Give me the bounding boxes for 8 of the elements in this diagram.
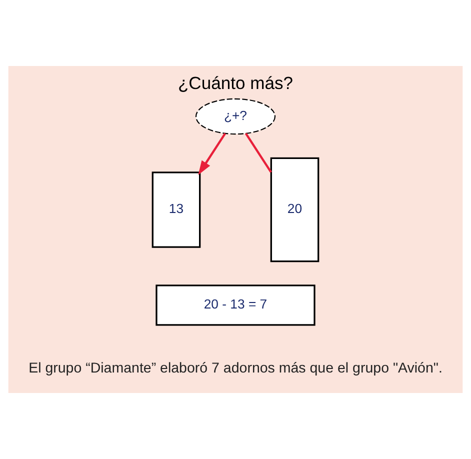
label: El grupo “Diamante” elaboró 7 adornos más que el grupo "Avión". <box>28 360 442 377</box>
node-ellipse: ¿+? <box>195 98 276 135</box>
node-box: 20 - 13 = 7 <box>156 284 316 326</box>
connector <box>244 132 272 173</box>
node-box: 20 <box>270 157 320 262</box>
diagram-title: ¿Cuánto más? <box>178 72 294 93</box>
node-box: 13 <box>152 172 201 248</box>
arrow <box>198 132 226 175</box>
